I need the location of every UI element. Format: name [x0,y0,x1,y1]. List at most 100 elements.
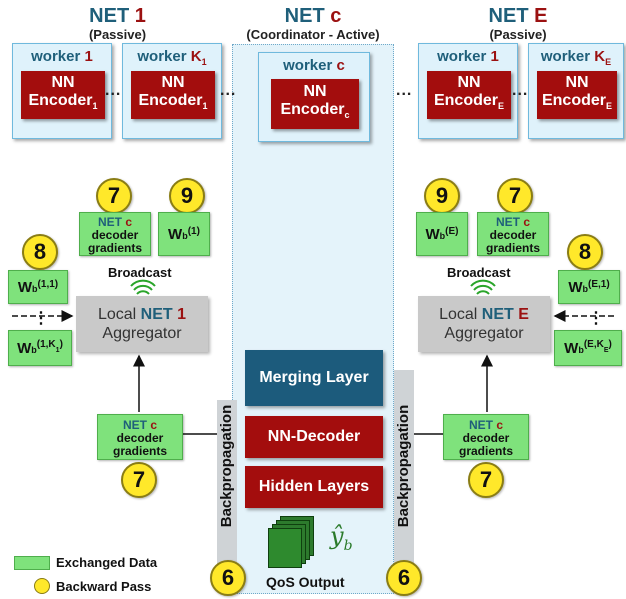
gradients-net: NET [495,215,520,229]
backprop-bar-right [394,370,414,570]
step-circle-7-left-bottom: 7 [121,462,157,498]
worker-netE-K: worker KE NN EncoderE [528,43,624,139]
gradients-line3: gradients [458,444,513,458]
output-sub: b [343,537,353,554]
step-circle-7-right-top: 7 [497,178,533,214]
gradients-net: NET [97,215,122,229]
gradients-line3: gradients [112,444,167,458]
netc-subtitle: (Coordinator - Active) [246,27,380,42]
broadcast-label-right: Broadcast [447,265,511,280]
weight-sup-sub: E [603,346,609,354]
worker-label: worker [283,57,333,74]
step-circle-9-left: 9 [169,178,205,214]
backprop-bar-left [217,400,237,570]
weight-symbol: W [168,225,183,243]
weight-sub: b [578,345,584,355]
step-circle-8-right: 8 [567,234,603,270]
weight-sup: (E,K [583,338,604,350]
netc-header: NET c (Coordinator - Active) [218,6,408,41]
gradients-c: c [125,215,133,229]
legend-exchanged-label: Exchanged Data [56,555,158,570]
weight-symbol: W [564,339,579,357]
weight-sup-close: ) [59,338,63,350]
legend-circle-backward [34,578,50,594]
encoder-sub: 1 [202,101,208,112]
worker-index: c [336,57,345,74]
netc-decoder-gradients-box: NET c decoder gradients [79,212,151,256]
worker-label: worker [31,48,81,65]
gradients-line2: decoder [91,228,139,242]
vertical-ellipsis-right: ⋮ [588,310,604,327]
encoder-sub: 1 [92,101,98,112]
netE-title: NET [488,5,529,27]
weight-sub: b [31,345,37,355]
worker-index-sub: E [605,57,612,67]
step-circle-7-right-bottom: 7 [468,462,504,498]
weight-symbol: W [17,339,32,357]
nn-encoder: NN Encoder1 [131,71,215,119]
agg-index: 1 [177,306,187,323]
nn-encoder: NN Encoder1 [21,71,105,119]
worker-index: K [594,48,606,65]
netE-header: NET E (Passive) [418,6,618,41]
worker-label: worker [137,48,187,65]
nn-encoder: NN EncoderE [537,71,617,119]
nn-decoder: NN-Decoder [245,416,383,458]
worker-label: worker [540,48,591,65]
encoder-line2: Encoder [280,101,345,119]
gradients-c: c [150,418,158,432]
ellipsis-net1-b: ... [220,82,237,99]
worker-index: K [190,48,202,65]
netE-subtitle: (Passive) [489,27,547,42]
encoder-line1: NN [303,83,327,101]
gradients-line2: decoder [116,431,164,445]
qos-output-stack [268,516,320,574]
weight-symbol: W [17,278,33,296]
nn-encoder: NN Encoderc [271,79,359,129]
weight-sub: b [182,231,188,241]
encoder-line1: NN [51,74,75,92]
netc-decoder-gradients-box: NET c decoder gradients [97,414,183,460]
encoder-line1: NN [161,74,185,92]
netE-index: E [534,5,548,27]
net1-header: NET 1 (Passive) [20,6,215,41]
weight-sup: (E,1) [588,278,610,290]
agg-net: NET [481,306,514,323]
gradients-line3: gradients [485,241,540,255]
wifi-icon [130,279,156,295]
step-circle-8-left: 8 [22,234,58,270]
vertical-ellipsis-left: ⋮ [33,310,49,327]
gradients-c: c [496,418,504,432]
weight-sup: (1,K [36,338,56,350]
worker-net1-1: worker 1 NN Encoder1 [12,43,112,139]
netc-title: NET [284,5,325,27]
weight-sup-close: ) [608,338,612,350]
ellipsis-netE-a: ... [396,82,413,99]
ellipsis-net1-a: ... [105,82,122,99]
local-aggregator-netE: Local NET E Aggregator [418,296,550,352]
worker-index-sub: 1 [201,57,207,67]
gradients-c: c [523,215,531,229]
netc-decoder-gradients-box: NET c decoder gradients [443,414,529,460]
step-circle-6-right: 6 [386,560,422,596]
worker-index: 1 [490,48,499,65]
agg-index: E [518,306,529,323]
nn-encoder: NN EncoderE [427,71,511,119]
worker-net1-K: worker K1 NN Encoder1 [122,43,222,139]
gradients-line2: decoder [462,431,510,445]
weight-sup-sub: 1 [55,346,60,354]
step-circle-7-left-top: 7 [96,178,132,214]
agg-local: Local [97,306,137,323]
merging-layer: Merging Layer [245,350,383,406]
netc-index: c [330,5,342,27]
netc-decoder-gradients-box: NET c decoder gradients [477,212,549,256]
net1-subtitle: (Passive) [88,27,147,42]
qos-output-label: QoS Output [266,574,345,590]
gradients-line3: gradients [87,241,142,255]
